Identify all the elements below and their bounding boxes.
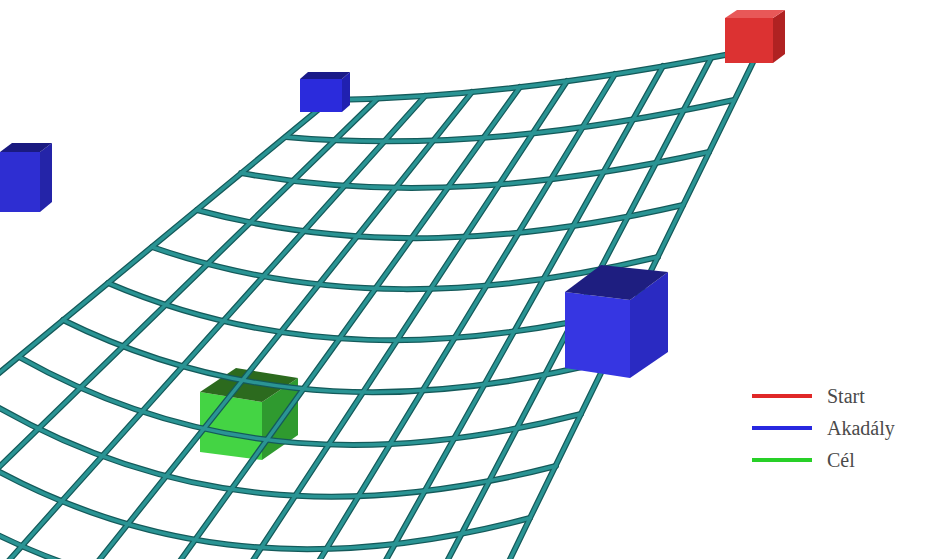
obstacle-cube (565, 265, 668, 378)
obstacle-cube (0, 143, 52, 212)
legend-swatch (752, 426, 812, 430)
legend-row: Start (752, 380, 895, 412)
legend-text: Akadály (827, 417, 895, 440)
legend-swatch (752, 458, 812, 462)
legend-swatch (752, 394, 812, 398)
mesh-surface (0, 48, 760, 559)
legend-text: Cél (827, 449, 855, 472)
legend-row: Akadály (752, 412, 895, 444)
start-cube (725, 10, 785, 63)
legend-text: Start (827, 385, 865, 408)
obstacle-cube (300, 72, 350, 112)
mesh-outline (0, 48, 760, 559)
legend: StartAkadályCél (752, 380, 895, 476)
legend-row: Cél (752, 444, 895, 476)
